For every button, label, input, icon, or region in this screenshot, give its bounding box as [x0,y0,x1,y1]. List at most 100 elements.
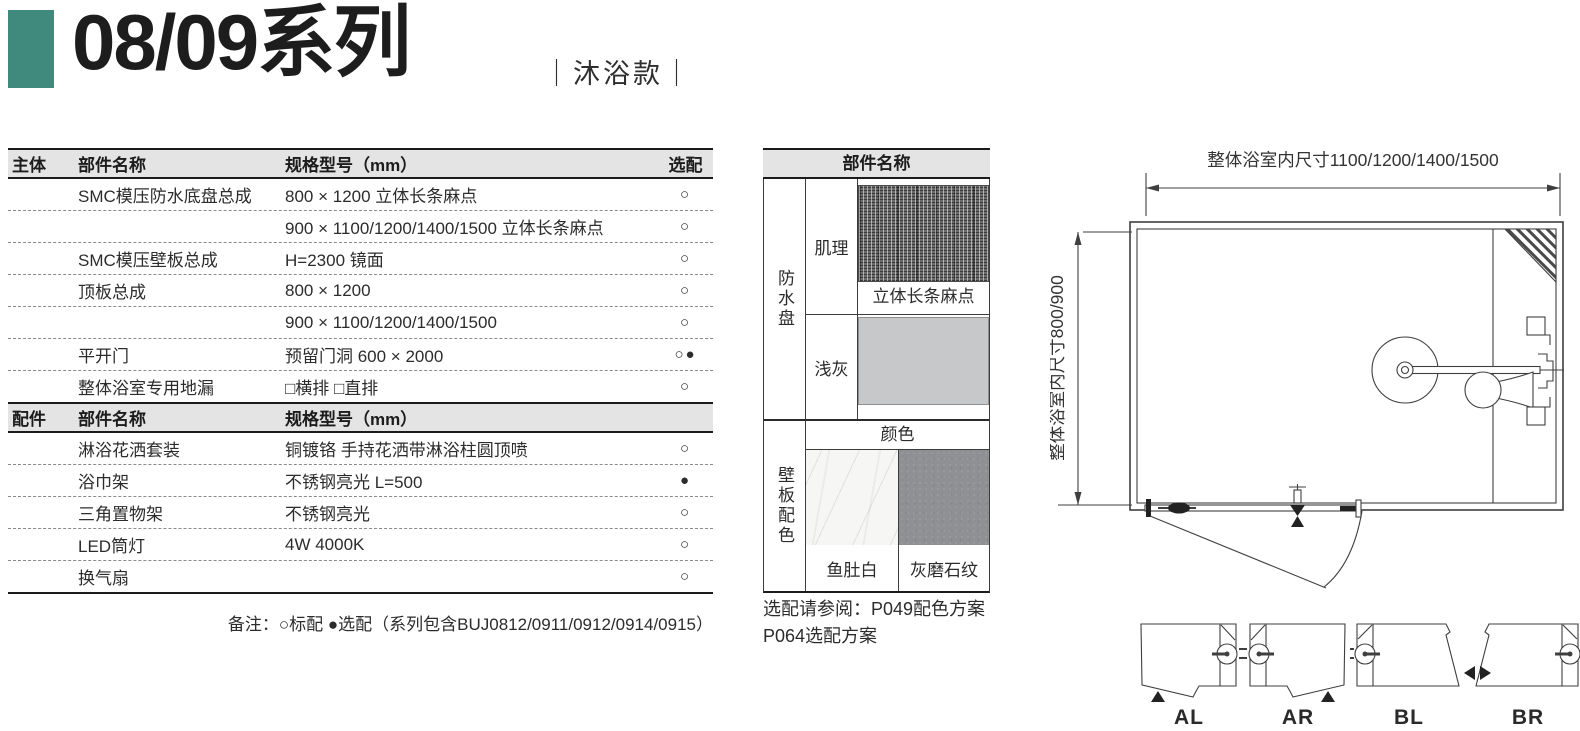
spec-table-header-accessories: 配件 部件名称 规格型号（mm） [8,402,713,433]
option-mark: ○ [679,250,692,267]
option-mark: ○ [679,568,692,585]
dimension-top-line [1145,173,1561,216]
option-mark: ○ [679,440,692,457]
shower-column-fixture [1526,316,1564,426]
variant-label: AR [1282,706,1314,729]
table-row: 900 × 1100/1200/1400/1500 ○ [8,307,713,339]
dimension-left-line [1058,231,1132,506]
option-mark: ○ [679,378,692,395]
part-spec: 不锈钢亮光 L=500 [285,473,423,492]
option-mark: ○● [674,346,697,363]
table-row: SMC模压壁板总成 H=2300 镜面 ○ [8,243,713,275]
table-row: LED筒灯 4W 4000K ○ [8,529,713,561]
dimension-left-label: 整体浴室内尺寸800/900 [1050,275,1067,461]
shower-arm [1407,365,1541,375]
variant-label: AL [1174,706,1204,729]
option-mark: ○ [679,536,692,553]
option-mark: ○ [679,186,692,203]
table-row: SMC模压防水底盘总成 800 × 1200 立体长条麻点 ○ [8,179,713,211]
part-name: 浴巾架 [78,473,129,492]
variant-diagrams: AL AR BL BR [1140,623,1580,729]
texture-caption: 立体长条麻点 [872,287,975,306]
part-spec: 900 × 1100/1200/1400/1500 立体长条麻点 [285,219,604,238]
part-spec: H=2300 镜面 [285,251,384,270]
table-row: 顶板总成 800 × 1200 ○ [8,275,713,307]
color-subheader: 颜色 [880,425,915,444]
part-name: 三角置物架 [78,505,163,524]
option-mark: ○ [679,504,692,521]
hinged-door [1144,484,1363,589]
accent-square [8,10,54,88]
part-name: SMC模压防水底盘总成 [78,187,252,206]
spec-table-header-main: 主体 部件名称 规格型号（mm） 选配 [8,148,713,179]
material-panel-header: 部件名称 [763,148,990,179]
swatch-caption: 鱼肚白 [826,560,878,580]
page-subtitle: ｜沐浴款｜ [543,59,693,89]
part-spec: 4W 4000K [285,534,365,554]
option-mark: ○ [679,314,692,331]
part-spec: 800 × 1200 立体长条麻点 [285,187,478,206]
column-header-spec: 规格型号（mm） [285,156,418,175]
wall-panel-category: 壁板配色 [764,419,806,591]
part-name: 整体浴室专用地漏 [78,379,214,398]
table-bottom-rule [8,592,713,594]
material-panel-body: 防水盘 肌理 立体长条麻点 浅灰 壁板配色 颜色 鱼肚白 灰磨石纹 [763,179,990,593]
waterproof-pan-category: 防水盘 [764,179,806,419]
part-spec: 900 × 1100/1200/1400/1500 [285,312,497,332]
option-mark: ○ [679,218,692,235]
white-marble-swatch [806,449,898,545]
light-gray-swatch-cell [858,314,989,419]
part-name: LED筒灯 [78,537,146,556]
variant-label: BR [1512,706,1544,729]
part-name: SMC模压壁板总成 [78,251,218,270]
section-category: 配件 [12,410,46,429]
texture-swatch-cell: 立体长条麻点 [858,179,989,314]
footnote-line: 选配请参阅：P049配色方案 [763,599,986,619]
part-spec: 铜镀铬 手持花洒带淋浴柱圆顶喷 [285,441,528,460]
page-title: 08/09系列 [72,0,411,86]
corner-shelf [1503,228,1557,284]
light-gray-swatch [858,317,989,405]
swatch-caption: 灰磨石纹 [898,545,989,591]
gray-stone-swatch [898,449,989,545]
wall-panel-color-section: 颜色 鱼肚白 灰磨石纹 [806,419,989,591]
part-name: 换气扇 [78,569,129,588]
section-category: 主体 [12,156,46,175]
column-header-spec: 规格型号（mm） [285,410,418,429]
variant-label: BL [1394,706,1424,729]
table-row: 平开门 预留门洞 600 × 2000 ○● [8,339,713,371]
floor-plan [1129,221,1564,589]
part-name: 淋浴花洒套装 [78,441,180,460]
column-header-option: 选配 [668,156,703,175]
table-row: 换气扇 ○ [8,561,713,592]
floor-plan-drawing: 整体浴室内尺寸1100/1200/1400/1500 整体浴室内尺寸800/90… [1050,150,1580,729]
table-row: 淋浴花洒套装 铜镀铬 手持花洒带淋浴柱圆顶喷 ○ [8,433,713,465]
option-mark: ● [679,472,692,489]
variant-AL [1140,623,1243,702]
material-panel-footnote: 选配请参阅：P049配色方案 P064选配方案 [763,596,1013,650]
table-row: 三角置物架 不锈钢亮光 ○ [8,497,713,529]
option-mark: ○ [679,282,692,299]
light-gray-label: 浅灰 [806,314,858,419]
variant-BR [1475,623,1580,687]
column-header-part: 部件名称 [78,410,146,429]
dimension-top-label: 整体浴室内尺寸1100/1200/1400/1500 [1207,150,1499,170]
table-row: 浴巾架 不锈钢亮光 L=500 ● [8,465,713,497]
table-row: 900 × 1100/1200/1400/1500 立体长条麻点 ○ [8,211,713,243]
spec-table: 主体 部件名称 规格型号（mm） 选配 SMC模压防水底盘总成 800 × 12… [8,148,713,635]
part-spec: 800 × 1200 [285,280,371,300]
part-name: 顶板总成 [78,283,146,302]
column-header-part: 部件名称 [78,156,146,175]
texture-swatch [858,185,989,282]
part-spec: 不锈钢亮光 [285,505,370,524]
footnote-line: P064选配方案 [763,626,878,646]
hand-shower [1495,371,1534,409]
material-panel: 部件名称 防水盘 肌理 立体长条麻点 浅灰 壁板配色 颜色 鱼肚白 灰磨 [763,148,990,593]
variant-AR [1243,623,1346,702]
table-row: 整体浴室专用地漏 □横排 □直排 ○ [8,371,713,402]
table-note: 备注：○标配 ●选配（系列包含BUJ0812/0911/0912/0914/09… [227,615,713,634]
texture-label: 肌理 [806,179,858,314]
part-name: 平开门 [78,347,129,366]
variant-BL [1350,623,1475,687]
